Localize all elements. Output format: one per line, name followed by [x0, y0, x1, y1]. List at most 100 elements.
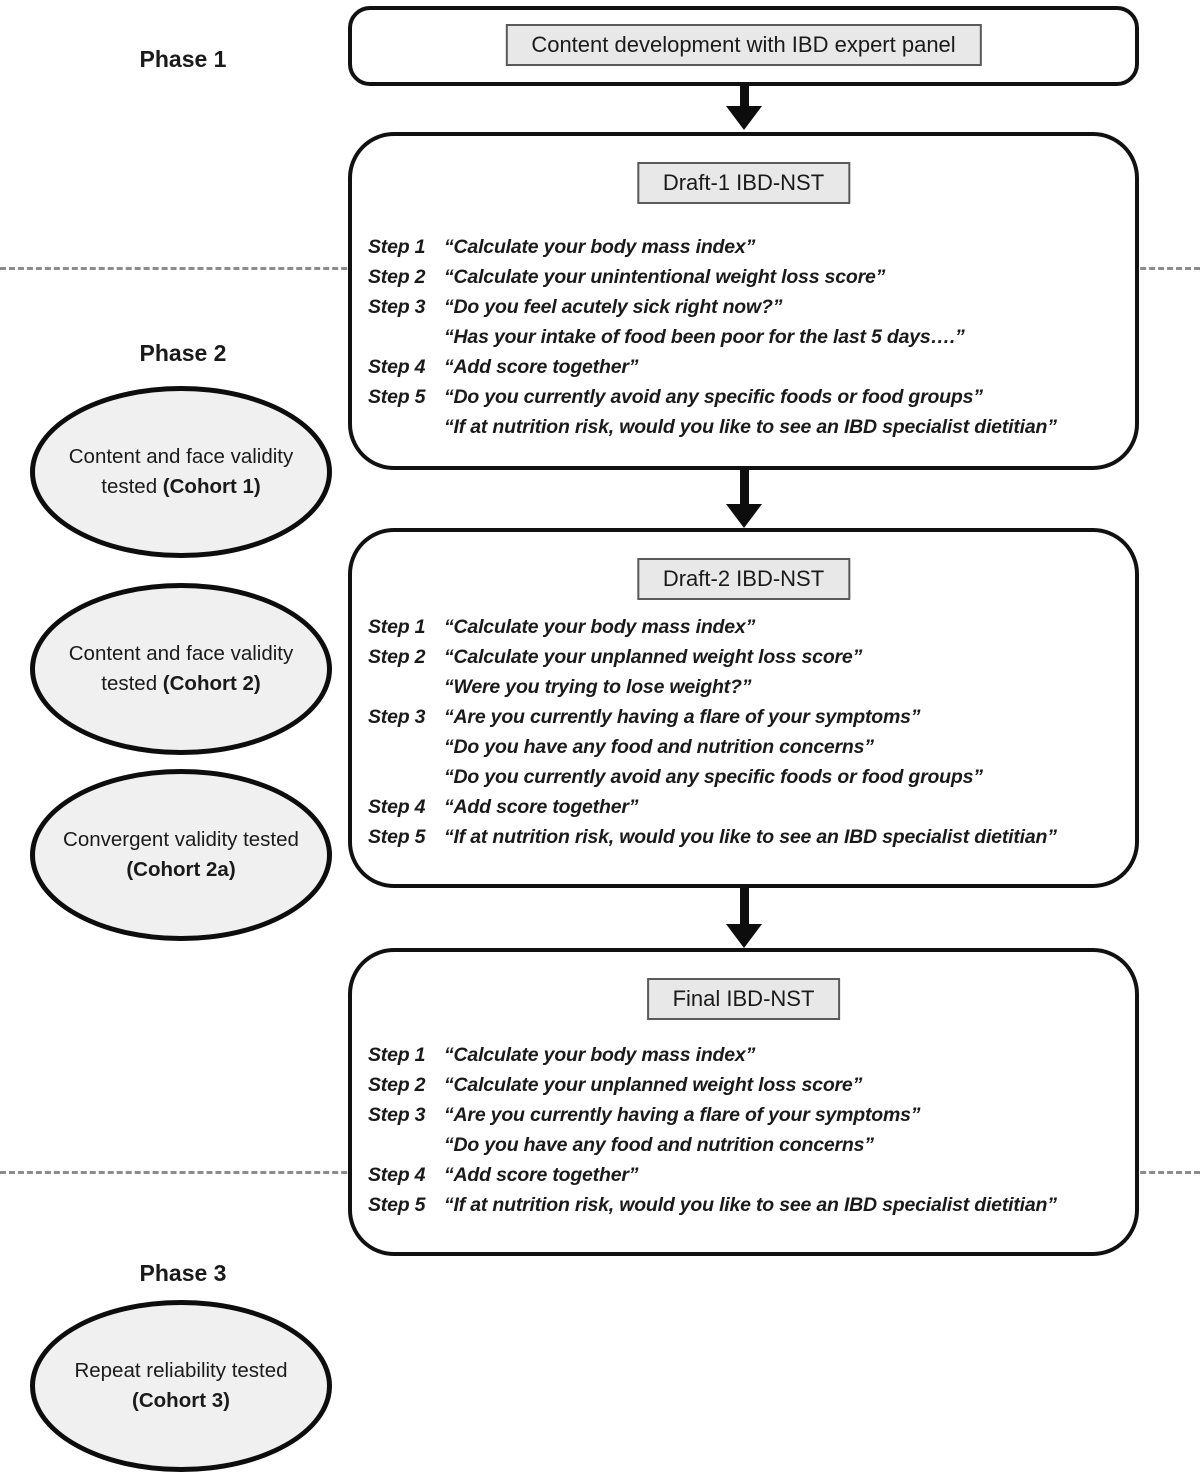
arrow-down-2 — [726, 470, 762, 528]
content-development-title: Content development with IBD expert pane… — [505, 24, 982, 66]
step-row: Step 4 “Add score together” — [368, 792, 1127, 822]
step-text: “Calculate your body mass index” — [444, 1043, 756, 1066]
content-development-box: Content development with IBD expert pane… — [348, 6, 1139, 86]
step-label: Step 5 — [368, 825, 426, 848]
cohort-name: (Cohort 1) — [162, 475, 261, 498]
step-text: “Add score together” — [444, 355, 639, 378]
step-label: Step 4 — [368, 355, 426, 378]
step-text: “Calculate your unplanned weight loss sc… — [444, 645, 863, 668]
ellipse-line-2: (Cohort 2a) — [63, 855, 299, 885]
step-row: Step 2 “Calculate your unplanned weight … — [368, 1070, 1127, 1100]
step-row: Step 2 “Calculate your unintentional wei… — [368, 262, 1127, 292]
ellipse-line-1: Content and face validity — [68, 445, 294, 469]
step-text: “Calculate your body mass index” — [444, 235, 756, 258]
step-row: Step 4 “Add score together” — [368, 352, 1127, 382]
ellipse-line-1: Content and face validity — [68, 642, 294, 666]
step-text: “Has your intake of food been poor for t… — [444, 325, 965, 348]
step-label: Step 1 — [368, 1043, 426, 1066]
arrow-head — [726, 924, 762, 948]
draft2-steps: Step 1 “Calculate your body mass index” … — [368, 612, 1127, 852]
step-row: Step 1 “Calculate your body mass index” — [368, 612, 1127, 642]
arrow-stem — [739, 86, 749, 106]
step-text: “Calculate your unplanned weight loss sc… — [444, 1073, 863, 1096]
draft2-title: Draft-2 IBD-NST — [636, 558, 851, 600]
step-row: Step 3 “Do you feel acutely sick right n… — [368, 292, 1127, 322]
cohort2-ellipse: Content and face validity tested (Cohort… — [30, 583, 332, 755]
final-steps: Step 1 “Calculate your body mass index” … — [368, 1040, 1127, 1220]
step-label: Step 5 — [368, 385, 426, 408]
cohort-name: (Cohort 3) — [132, 1389, 230, 1412]
draft1-steps: Step 1 “Calculate your body mass index” … — [368, 232, 1127, 442]
cohort-name: (Cohort 2) — [162, 672, 261, 695]
step-row: Step 3 “Are you currently having a flare… — [368, 1100, 1127, 1130]
ellipse-line-2: tested (Cohort 1) — [69, 472, 294, 502]
step-row: “Has your intake of food been poor for t… — [368, 322, 1127, 352]
cohort1-ellipse: Content and face validity tested (Cohort… — [30, 386, 332, 558]
step-row: Step 2 “Calculate your unplanned weight … — [368, 642, 1127, 672]
draft1-title: Draft-1 IBD-NST — [636, 162, 851, 204]
ellipse-line-2: tested (Cohort 2) — [69, 669, 294, 699]
phase-3-label: Phase 3 — [139, 1260, 227, 1286]
step-text: “If at nutrition risk, would you like to… — [444, 415, 1057, 438]
step-label: Step 5 — [368, 1193, 426, 1216]
step-text: “If at nutrition risk, would you like to… — [444, 825, 1057, 848]
cohort2a-text: Convergent validity tested (Cohort 2a) — [63, 825, 299, 884]
ellipse-line-2-prefix: tested — [101, 475, 163, 498]
ellipse-line-1: Repeat reliability tested — [74, 1359, 288, 1383]
step-label: Step 3 — [368, 1103, 426, 1126]
phase-2-label: Phase 2 — [139, 340, 227, 366]
arrow-head — [726, 106, 762, 130]
step-row: Step 5 “If at nutrition risk, would you … — [368, 822, 1127, 852]
cohort1-text: Content and face validity tested (Cohort… — [69, 442, 294, 501]
step-row: Step 4 “Add score together” — [368, 1160, 1127, 1190]
cohort3-ellipse: Repeat reliability tested (Cohort 3) — [30, 1300, 332, 1472]
step-text: “Were you trying to lose weight?” — [444, 675, 752, 698]
arrow-down-3 — [726, 888, 762, 948]
cohort3-text: Repeat reliability tested (Cohort 3) — [74, 1356, 287, 1415]
step-row: “Do you have any food and nutrition conc… — [368, 732, 1127, 762]
ellipse-line-1: Convergent validity tested — [63, 828, 299, 852]
step-row: Step 1 “Calculate your body mass index” — [368, 232, 1127, 262]
step-label: Step 3 — [368, 705, 426, 728]
final-box: Final IBD-NST Step 1 “Calculate your bod… — [348, 948, 1139, 1256]
final-title: Final IBD-NST — [646, 978, 841, 1020]
cohort2a-ellipse: Convergent validity tested (Cohort 2a) — [30, 769, 332, 941]
step-text: “Calculate your unintentional weight los… — [444, 265, 886, 288]
step-row: “Do you have any food and nutrition conc… — [368, 1130, 1127, 1160]
step-label: Step 2 — [368, 265, 426, 288]
arrow-stem — [739, 888, 749, 924]
step-label: Step 1 — [368, 615, 426, 638]
phase-1-label: Phase 1 — [139, 46, 227, 72]
draft1-box: Draft-1 IBD-NST Step 1 “Calculate your b… — [348, 132, 1139, 470]
step-text: “Do you feel acutely sick right now?” — [444, 295, 783, 318]
cohort2-text: Content and face validity tested (Cohort… — [69, 639, 294, 698]
step-text: “If at nutrition risk, would you like to… — [444, 1193, 1057, 1216]
step-label: Step 4 — [368, 1163, 426, 1186]
arrow-head — [726, 504, 762, 528]
step-row: “Do you currently avoid any specific foo… — [368, 762, 1127, 792]
step-text: “Calculate your body mass index” — [444, 615, 756, 638]
step-text: “Do you currently avoid any specific foo… — [444, 765, 983, 788]
step-label: Step 4 — [368, 795, 426, 818]
ellipse-line-2: (Cohort 3) — [74, 1386, 287, 1416]
step-label: Step 2 — [368, 1073, 426, 1096]
step-row: Step 3 “Are you currently having a flare… — [368, 702, 1127, 732]
step-text: “Add score together” — [444, 795, 639, 818]
step-text: “Are you currently having a flare of you… — [444, 705, 921, 728]
step-row: Step 1 “Calculate your body mass index” — [368, 1040, 1127, 1070]
step-label: Step 1 — [368, 235, 426, 258]
step-label: Step 2 — [368, 645, 426, 668]
step-text: “Do you have any food and nutrition conc… — [444, 735, 874, 758]
step-row: Step 5 “Do you currently avoid any speci… — [368, 382, 1127, 412]
step-row: Step 5 “If at nutrition risk, would you … — [368, 1190, 1127, 1220]
step-row: “Were you trying to lose weight?” — [368, 672, 1127, 702]
step-row: “If at nutrition risk, would you like to… — [368, 412, 1127, 442]
arrow-stem — [739, 470, 749, 504]
step-text: “Do you have any food and nutrition conc… — [444, 1133, 874, 1156]
arrow-down-1 — [726, 86, 762, 130]
step-text: “Add score together” — [444, 1163, 639, 1186]
step-text: “Are you currently having a flare of you… — [444, 1103, 921, 1126]
step-text: “Do you currently avoid any specific foo… — [444, 385, 983, 408]
cohort-name: (Cohort 2a) — [126, 858, 236, 881]
